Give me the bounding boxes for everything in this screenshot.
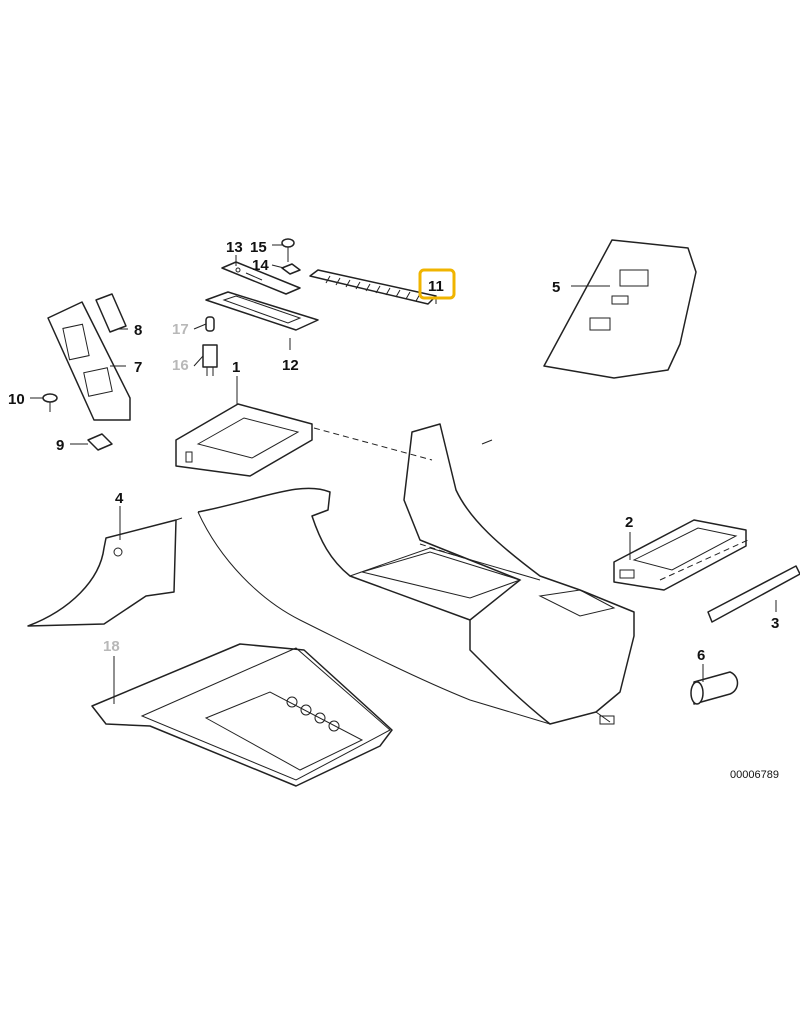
diagram-code: 00006789 (730, 769, 779, 781)
part-2-ashtray (613, 519, 747, 591)
callout-3[interactable]: 3 (771, 615, 779, 632)
part-4-side-panel (27, 517, 183, 627)
callout-7[interactable]: 7 (134, 359, 142, 376)
callout-6[interactable]: 6 (697, 647, 705, 664)
callout-12[interactable]: 12 (282, 357, 299, 374)
alignment-lines (313, 427, 749, 581)
part-9-clip (87, 433, 113, 451)
part-7-bracket (47, 301, 131, 421)
callout-9[interactable]: 9 (56, 437, 64, 454)
callout-11-highlight-box (418, 268, 456, 300)
callout-2[interactable]: 2 (625, 514, 633, 531)
callout-8[interactable]: 8 (134, 322, 142, 339)
part-11-grille (309, 269, 437, 305)
part-16-socket (202, 344, 218, 376)
callout-1[interactable]: 1 (232, 359, 240, 376)
part-12-frame (205, 291, 319, 331)
part-15-screw (281, 238, 295, 262)
callout-18[interactable]: 18 (103, 638, 120, 655)
callout-11[interactable]: 11 (428, 278, 444, 295)
part-8-cap (95, 293, 127, 333)
center-console (197, 423, 635, 725)
callout-16[interactable]: 16 (172, 357, 189, 374)
leader-lines (30, 244, 777, 704)
callout-labels: 13 15 14 17 16 12 1 8 7 10 9 5 4 2 3 6 1… (8, 239, 779, 664)
callout-17[interactable]: 17 (172, 321, 189, 338)
callout-13[interactable]: 13 (226, 239, 243, 256)
callout-10[interactable]: 10 (8, 391, 25, 408)
part-3-strip (707, 565, 800, 623)
part-10-screw (42, 393, 58, 412)
part-14-nut (281, 263, 301, 275)
callout-4[interactable]: 4 (115, 490, 124, 507)
part-5-side-trim (543, 239, 697, 379)
part-17-bulb (205, 316, 215, 332)
callout-15[interactable]: 15 (250, 239, 267, 256)
part-18-lower-tray (91, 643, 393, 787)
part-6-roller (690, 671, 739, 705)
callout-14[interactable]: 14 (252, 257, 269, 274)
part-1-tray (175, 403, 313, 477)
callout-5[interactable]: 5 (552, 279, 560, 296)
part-13-plate (221, 261, 301, 295)
